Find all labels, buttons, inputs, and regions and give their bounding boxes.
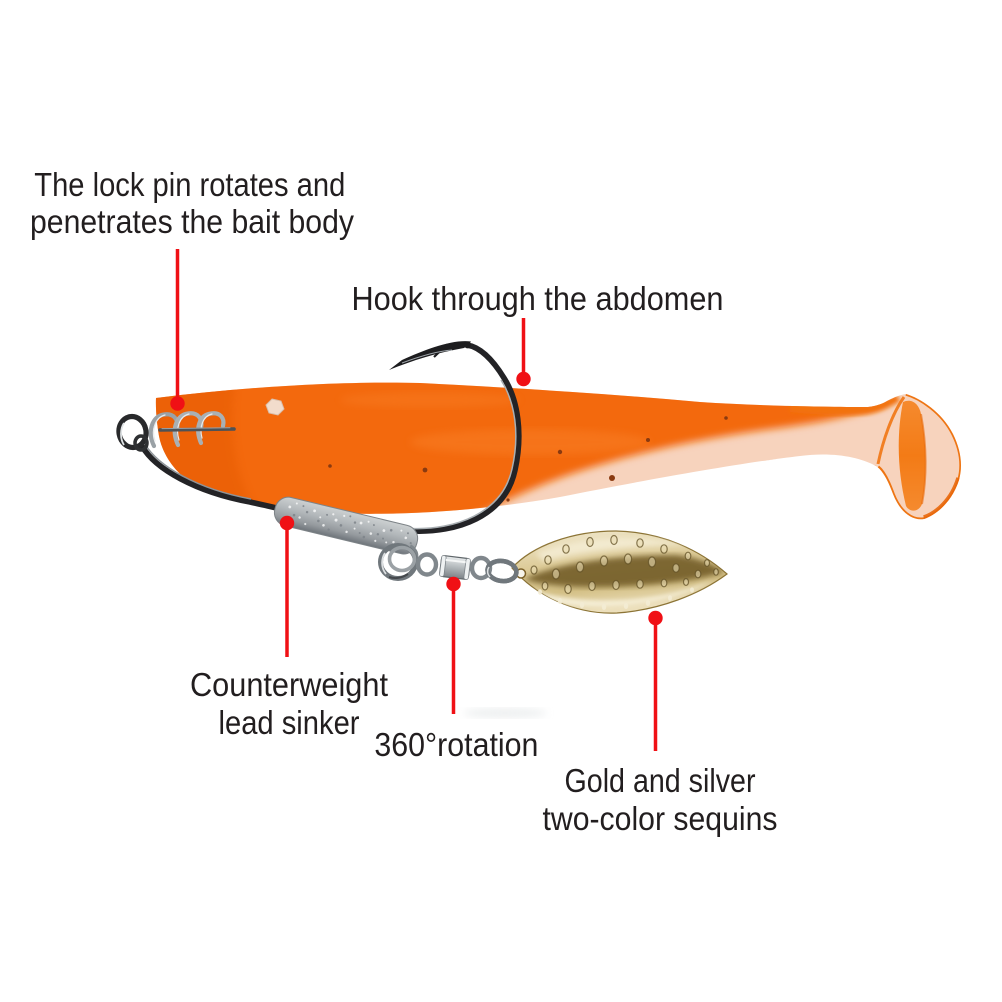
svg-text:360°rotation: 360°rotation <box>374 727 538 764</box>
svg-text:The lock pin rotates and: The lock pin rotates and <box>34 167 345 204</box>
svg-text:penetrates the bait body: penetrates the bait body <box>30 204 354 241</box>
svg-text:Counterweight: Counterweight <box>190 667 389 704</box>
svg-text:Gold and silver: Gold and silver <box>565 763 756 800</box>
svg-text:two-color sequins: two-color sequins <box>543 801 778 838</box>
svg-text:Hook through the abdomen: Hook through the abdomen <box>352 281 724 318</box>
svg-text:lead sinker: lead sinker <box>219 705 360 742</box>
